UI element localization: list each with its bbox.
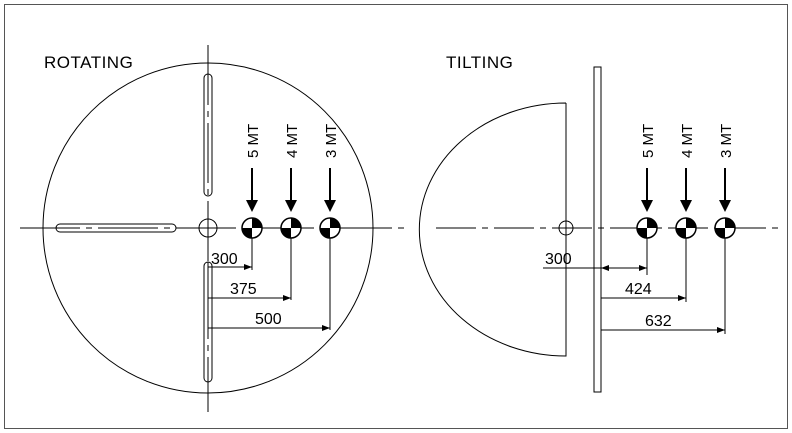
tilting-marker-4mt	[675, 168, 697, 239]
rotating-slot-bottom	[203, 261, 213, 383]
rotating-label-4mt: 4 MT	[284, 124, 301, 158]
rotating-slot-top	[203, 73, 213, 197]
rotating-markers	[241, 168, 341, 239]
diagram-frame	[4, 4, 788, 429]
tilting-label-5mt: 5 MT	[640, 124, 657, 158]
rotating-marker-5mt	[241, 168, 263, 239]
rotating-view	[20, 45, 408, 412]
rotating-label-5mt: 5 MT	[245, 124, 262, 158]
tilting-marker-3mt	[714, 168, 736, 239]
tilting-plate	[593, 66, 602, 393]
rotating-dim-arrows	[244, 264, 330, 331]
tilting-dim-300: 300	[545, 251, 572, 268]
rotating-dim-300: 300	[211, 251, 238, 268]
tilting-dim-632: 632	[645, 313, 672, 330]
rotating-dim-375: 375	[230, 281, 257, 298]
rotating-dim-500: 500	[255, 311, 282, 328]
rotating-marker-4mt	[280, 168, 302, 239]
rotating-marker-3mt	[319, 168, 341, 239]
tilting-markers	[636, 168, 736, 239]
rotating-center-hole	[198, 218, 218, 238]
tilting-label-3mt: 3 MT	[718, 124, 735, 158]
rotating-label-3mt: 3 MT	[323, 124, 340, 158]
rotating-slot-left	[55, 223, 177, 233]
tilting-center-hole	[558, 220, 574, 236]
tilting-dim-424: 424	[625, 281, 652, 298]
tilting-half-disc	[418, 102, 567, 357]
tilting-title: TILTING	[446, 53, 513, 72]
rotating-title: ROTATING	[44, 53, 133, 72]
tilting-dim-arrows	[601, 265, 725, 333]
tilting-label-4mt: 4 MT	[679, 124, 696, 158]
tilting-marker-5mt	[636, 168, 658, 239]
